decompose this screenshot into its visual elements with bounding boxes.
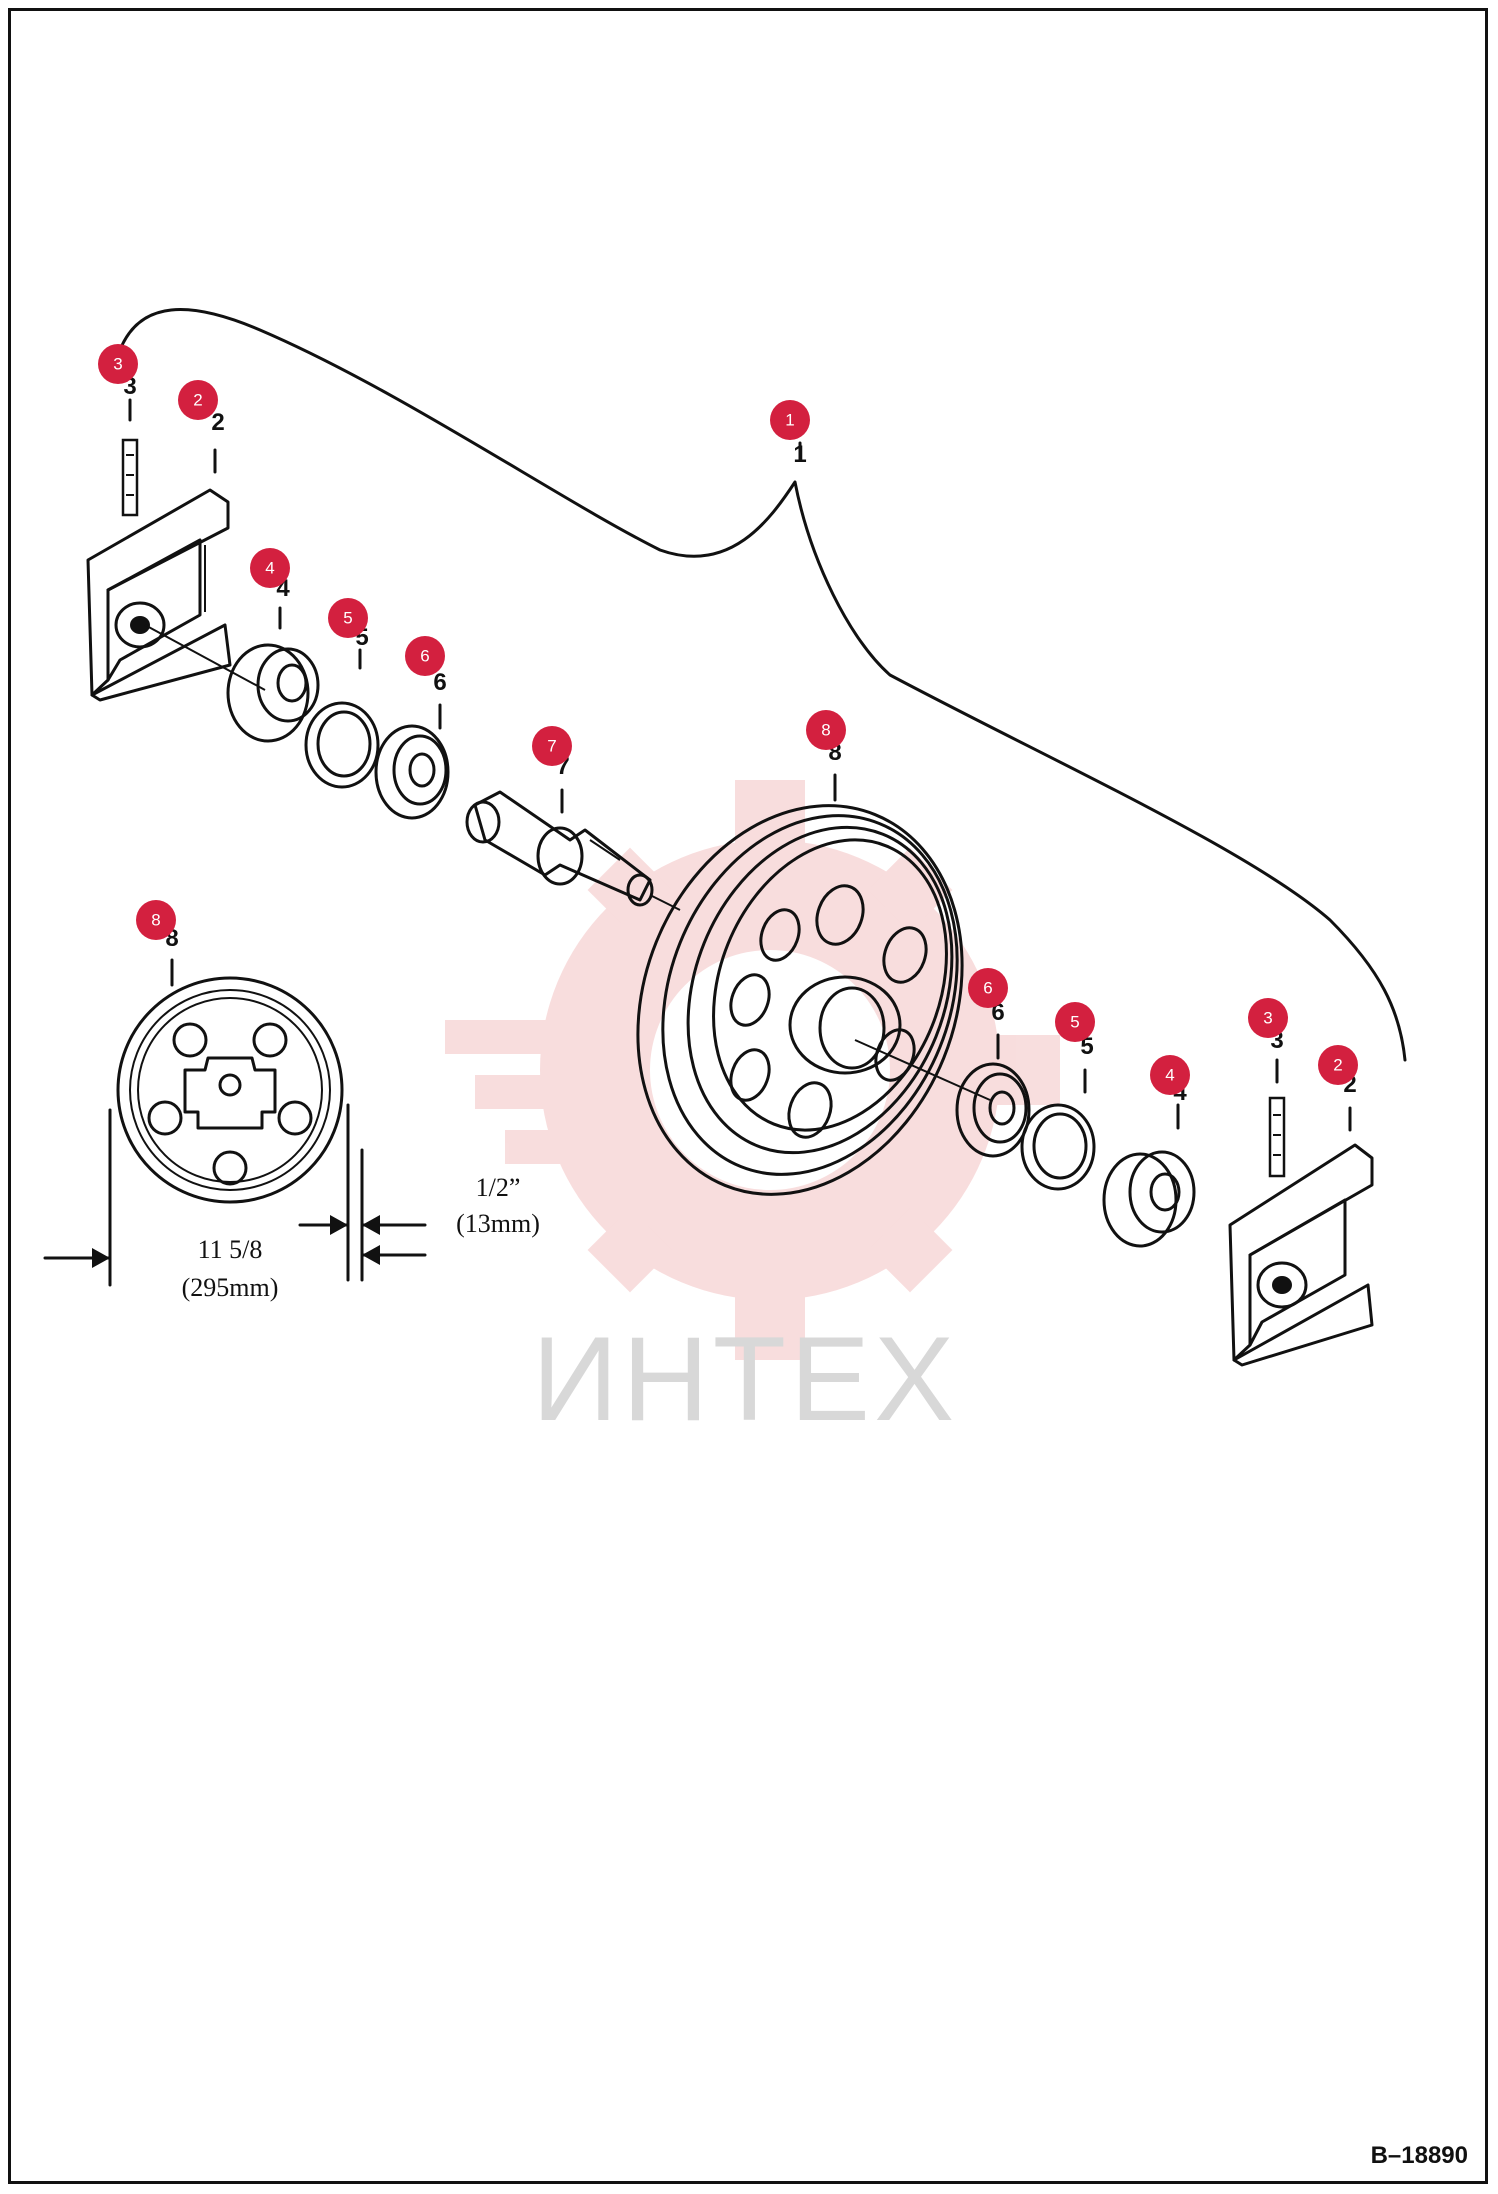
svg-text:3: 3	[1263, 1009, 1272, 1028]
callout-badge: 3	[1248, 998, 1288, 1038]
right-mounting-block	[1228, 1143, 1374, 1367]
idler-shaft	[465, 790, 654, 907]
watermark-text: ИНТЕХ	[532, 1312, 958, 1446]
callout-badge: 4	[1150, 1055, 1190, 1095]
left-axis-line	[144, 624, 266, 691]
dimension-width-inches: 11 5/8	[198, 1235, 263, 1264]
part-number: 2	[211, 409, 224, 436]
svg-text:2: 2	[193, 391, 202, 410]
part-number: 6	[433, 669, 446, 696]
drawing-number: B–18890	[1370, 2142, 1468, 2169]
dimension-lines	[43, 1103, 427, 1287]
left-retaining-ring	[304, 701, 380, 789]
left-collar	[226, 643, 320, 743]
dimension-flange-mm: (13mm)	[456, 1209, 540, 1238]
idler-wheel-end-view	[116, 976, 344, 1204]
callout-badge: 5	[1055, 1002, 1095, 1042]
callout-badge: 6	[405, 636, 445, 676]
svg-text:4: 4	[265, 559, 274, 578]
svg-text:6: 6	[420, 647, 429, 666]
callout-badge: 7	[532, 726, 572, 766]
watermark-gear-logo	[445, 780, 1060, 1360]
callout-badge: 6	[968, 968, 1008, 1008]
svg-text:6: 6	[983, 979, 992, 998]
right-retaining-ring	[1020, 1103, 1096, 1191]
diagram-frame	[8, 8, 1488, 2184]
idler-wheel	[636, 804, 964, 1196]
callout-badge: 5	[328, 598, 368, 638]
callout-badge: 8	[136, 900, 176, 940]
svg-text:1: 1	[785, 411, 794, 430]
callout-badge: 1	[770, 400, 810, 440]
assembly-bracket	[118, 308, 1407, 1062]
callout-badge: 3	[98, 344, 138, 384]
right-collar	[1102, 1150, 1196, 1248]
dimension-flange-inches: 1/2”	[476, 1173, 521, 1202]
svg-text:3: 3	[113, 355, 122, 374]
right-roll-pin	[1268, 1096, 1286, 1178]
callout-badge: 4	[250, 548, 290, 588]
callout-badge: 8	[806, 710, 846, 750]
svg-text:2: 2	[1333, 1056, 1342, 1075]
svg-text:8: 8	[151, 911, 160, 930]
dimension-width-mm: (295mm)	[182, 1273, 279, 1302]
callout-badges: 1 2 3 4 5 6 7 8 8 6 5 4 3 2	[98, 344, 1358, 1095]
left-mounting-block	[86, 488, 232, 702]
callout-badge: 2	[178, 380, 218, 420]
left-bearing	[374, 724, 450, 820]
leader-ticks	[128, 398, 1352, 1132]
svg-text:7: 7	[547, 737, 556, 756]
svg-text:5: 5	[1070, 1013, 1079, 1032]
svg-text:4: 4	[1165, 1066, 1174, 1085]
svg-text:8: 8	[821, 721, 830, 740]
right-bearing	[955, 1062, 1031, 1158]
svg-text:5: 5	[343, 609, 352, 628]
part-number: 1	[793, 441, 806, 468]
left-roll-pin	[121, 438, 139, 517]
callout-badge: 2	[1318, 1045, 1358, 1085]
